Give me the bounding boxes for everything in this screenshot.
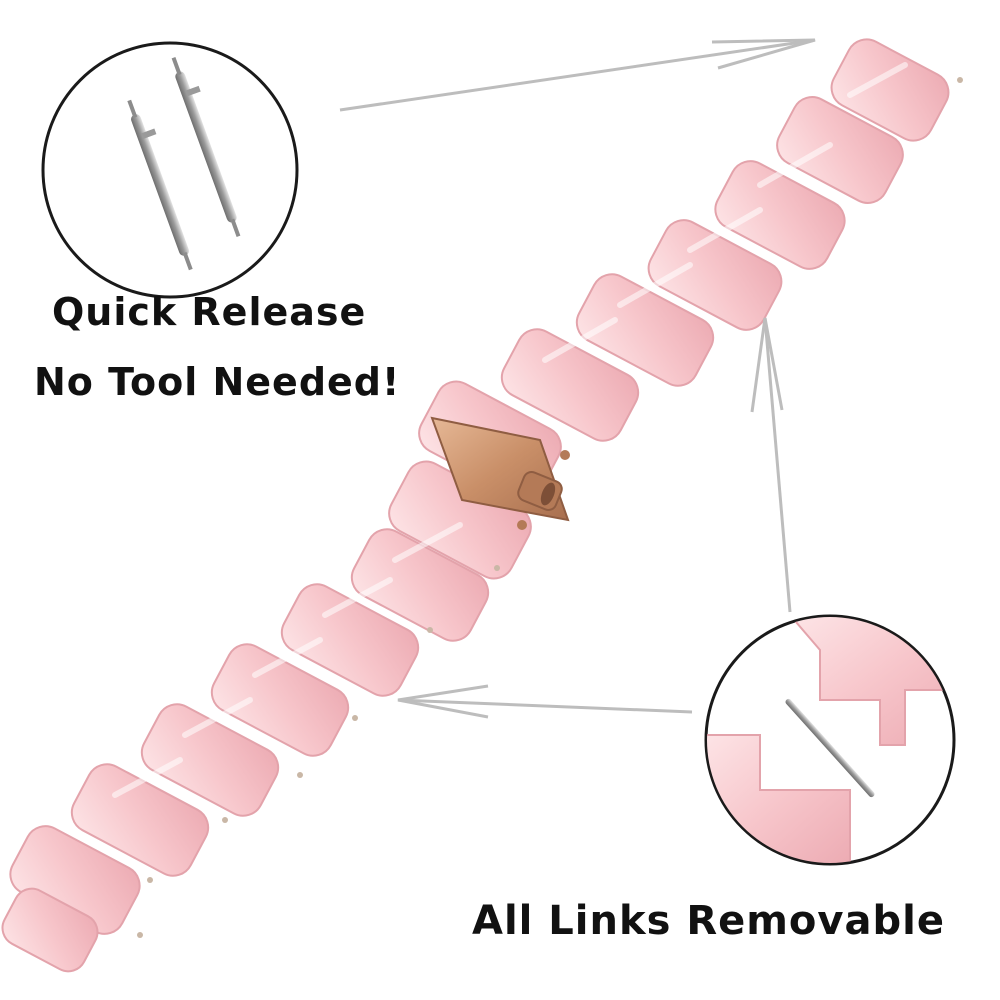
strap-link [210, 643, 350, 757]
no-tool-caption: No Tool Needed! [34, 360, 401, 404]
spring-bar-pin-icon [171, 57, 241, 237]
strap-link [1, 887, 99, 973]
strap-link [776, 96, 904, 204]
quick-release-callout [41, 41, 299, 299]
link-pin-icon [785, 698, 875, 798]
arrow-icon [397, 684, 693, 719]
strap-link [830, 38, 950, 142]
spring-bar-pin-icon [127, 99, 193, 271]
strap-link [350, 528, 490, 642]
watch-strap [1, 38, 963, 973]
strap-link [140, 703, 280, 817]
link-pin-dots [137, 77, 963, 938]
strap-link [575, 273, 715, 387]
quick-release-caption: Quick Release [52, 290, 367, 334]
link-highlights [112, 62, 908, 798]
arrow-icon [339, 38, 816, 112]
strap-link [70, 763, 210, 877]
links-removable-caption: All Links Removable [472, 898, 945, 944]
removable-links-callout [704, 614, 956, 866]
clasp-icon [430, 416, 570, 530]
arrow-icon [750, 317, 792, 613]
strap-link [714, 160, 846, 270]
strap-link [647, 219, 783, 331]
strap-link [280, 583, 420, 697]
strap-link [500, 328, 640, 442]
